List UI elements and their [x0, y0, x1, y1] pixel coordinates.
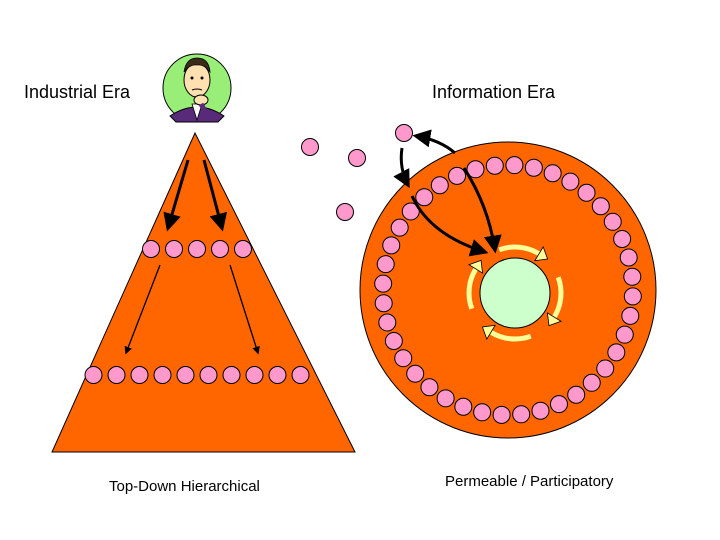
industrial-era-caption: Top-Down Hierarchical [109, 478, 260, 495]
ring-member [415, 188, 434, 207]
ring-member [621, 306, 640, 325]
ring-member [384, 331, 403, 350]
ring-member [615, 325, 634, 344]
information-era-title: Information Era [432, 82, 556, 102]
pyramid-member-tier-1 [188, 240, 206, 258]
ring-member [582, 373, 601, 392]
center-core [479, 257, 551, 329]
ring-member [436, 389, 455, 408]
pyramid-member-tier-2 [268, 366, 287, 384]
ring-member [473, 403, 492, 422]
circle-members [374, 156, 642, 424]
pyramid-member-tier-1 [142, 240, 160, 258]
arrow-member-to-outside [393, 147, 410, 189]
ring-member [401, 202, 420, 221]
ring-member [531, 401, 550, 420]
arrow-middle-to-bottom-left [124, 264, 161, 355]
outside-members [301, 124, 413, 221]
pyramid-member-tier-2 [199, 366, 218, 384]
arrow-outside-to-member [412, 129, 456, 155]
cycle-arrow-body [552, 276, 564, 319]
arrow-top-to-middle-right [202, 159, 228, 232]
ring-member [567, 385, 586, 404]
pyramid-member-tier-2 [176, 366, 195, 384]
ring-member [374, 294, 393, 313]
ring-member [607, 343, 626, 362]
ring-member [485, 156, 504, 175]
outside-member [348, 149, 366, 167]
pyramid-member-tier-1 [165, 240, 183, 258]
ring-member [596, 359, 615, 378]
ring-member [603, 212, 622, 231]
cycle-arrow-body [466, 267, 478, 310]
ring-member [492, 405, 511, 424]
outside-member [301, 138, 319, 156]
cycle-arrow-body [498, 244, 541, 256]
pyramid-member-tier-1 [234, 240, 252, 258]
ring-member [390, 218, 409, 237]
pyramid-member-tier-2 [107, 366, 126, 384]
pyramid-member-tier-2 [222, 366, 241, 384]
outside-member [395, 124, 413, 142]
permeable-flow-arrows [393, 129, 502, 257]
pyramid-member-tier-1 [211, 240, 229, 258]
ring-member [406, 364, 425, 383]
cycle-arrow-head [481, 324, 496, 340]
thinking-man-portrait-icon [162, 53, 232, 123]
pyramid-members [84, 240, 310, 384]
ring-member [561, 172, 580, 191]
ring-member [543, 164, 562, 183]
outside-member [336, 203, 354, 221]
ring-member [619, 248, 638, 267]
ring-member [613, 230, 632, 249]
ring-member [420, 378, 439, 397]
ring-member [623, 267, 642, 286]
ring-member [382, 236, 401, 255]
arrow-member-to-center-2 [462, 167, 502, 254]
ring-member [374, 274, 393, 293]
ring-member [394, 349, 413, 368]
arrow-member-to-center [410, 195, 489, 257]
ring-member [378, 313, 397, 332]
ring-member [577, 183, 596, 202]
pyramid-member-tier-2 [153, 366, 172, 384]
hierarchy-pyramid [51, 131, 356, 453]
ring-member [505, 156, 524, 175]
top-down-arrows [124, 159, 260, 355]
arrow-top-to-middle-left [163, 159, 190, 232]
ring-member [623, 287, 642, 306]
cycle-arrow-head [468, 259, 484, 274]
cycle-arrow-body [489, 330, 532, 342]
pyramid-member-tier-2 [130, 366, 149, 384]
cycle-arrow-head [546, 312, 562, 327]
ring-member [549, 395, 568, 414]
ring-member [454, 397, 473, 416]
ring-member [376, 255, 395, 274]
information-era-caption: Permeable / Participatory [445, 473, 614, 490]
ring-member [448, 166, 467, 185]
ring-member [466, 160, 485, 179]
ring-member [524, 158, 543, 177]
pyramid-member-tier-2 [291, 366, 310, 384]
feedback-cycle-arrows [466, 244, 564, 342]
ring-member [591, 197, 610, 216]
pyramid-member-tier-2 [245, 366, 264, 384]
cycle-arrow-head [534, 246, 549, 262]
industrial-era-title: Industrial Era [24, 82, 131, 102]
pyramid-member-tier-2 [84, 366, 103, 384]
arrow-middle-to-bottom-right [229, 264, 260, 355]
ring-member [430, 176, 449, 195]
ring-member [512, 405, 531, 424]
